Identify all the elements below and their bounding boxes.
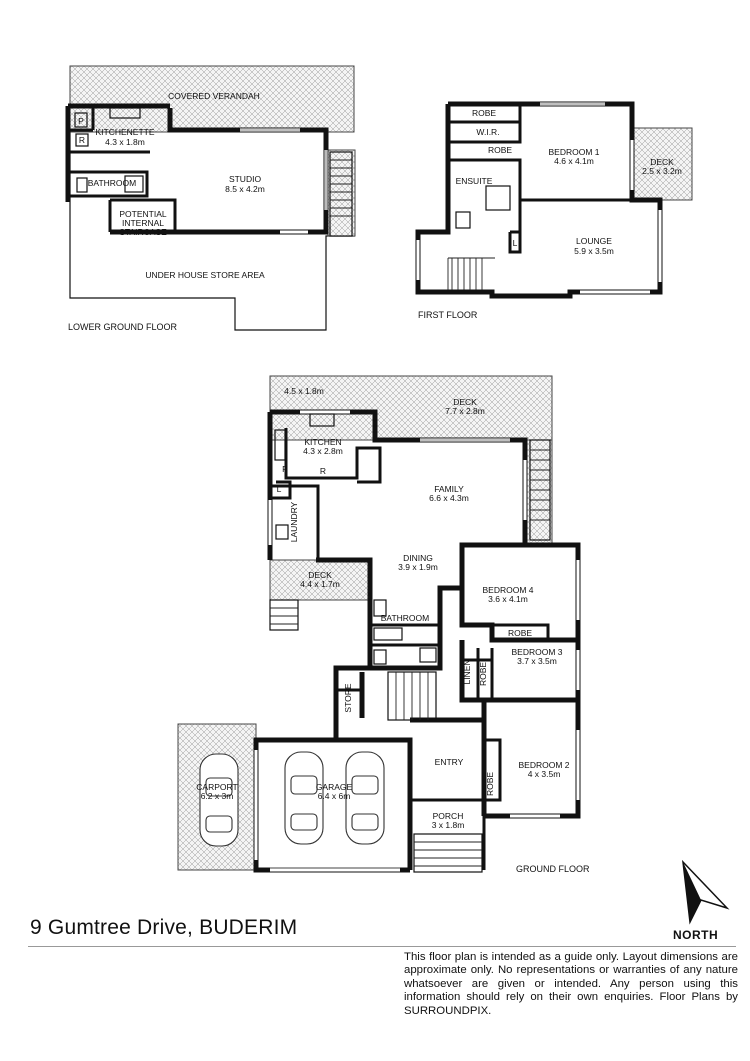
kitchenette-label: KITCHENETTE [95,127,154,137]
bedroom2-label: BEDROOM 2 [518,760,569,770]
first-deck-label: DECK [650,157,674,167]
bedroom2-dim: 4 x 3.5m [528,769,561,779]
robe-b4-label: ROBE [508,628,532,638]
disclaimer-text: This floor plan is intended as a guide o… [404,951,738,1017]
laundry-label: LAUNDRY [289,501,299,542]
under-house-outline [69,130,355,331]
store-label: STORE [343,683,353,712]
staircase-label-3: STAIRCASE [119,227,167,237]
dining-label: DINING [403,553,433,563]
carport-car-icon [199,753,239,847]
north-label: NORTH [673,928,719,942]
bedroom1-label: BEDROOM 1 [548,147,599,157]
bedroom4-dim: 3.6 x 4.1m [488,594,528,604]
robe-b3-label: ROBE [478,662,488,686]
lower-fridge-label: R [79,135,85,145]
lower-bathroom-label: BATHROOM [88,178,136,188]
ground-deck-dim: 7.7 x 2.8m [445,406,485,416]
bedroom1-dim: 4.6 x 4.1m [554,156,594,166]
ground-bathroom-label: BATHROOM [381,613,429,623]
first-robe-1-label: ROBE [472,108,496,118]
family-dim: 6.6 x 4.3m [429,493,469,503]
studio-label: STUDIO [229,174,262,184]
first-floor-plan: ROBE W.I.R. ROBE ENSUITE BEDROOM 1 4.6 x… [415,101,693,320]
ground-stairs [269,439,551,873]
property-address: 9 Gumtree Drive, BUDERIM [30,916,298,939]
lower-ground-floor-plan: COVERED VERANDAH KITCHENETTE 4.3 x 1.8m … [65,65,356,332]
bedroom3-label: BEDROOM 3 [511,647,562,657]
dining-dim: 3.9 x 1.9m [398,562,438,572]
kitchenette-dim: 4.3 x 1.8m [105,137,145,147]
ensuite-label: ENSUITE [456,176,493,186]
robe-b2-label: ROBE [485,772,495,796]
footer-divider [28,946,736,947]
ground-deck-right [524,439,553,546]
staircase-label-1: POTENTIAL [119,209,167,219]
store-area-label: UNDER HOUSE STORE AREA [145,270,265,280]
first-floor-deck-area [631,127,693,201]
linen-closet-label: LINEN [462,659,472,684]
kitchen-dim: 4.3 x 2.8m [303,446,343,456]
first-robe-2-label: ROBE [488,145,512,155]
lower-side-deck [327,149,356,237]
porch-label: PORCH [433,811,464,821]
ground-floor-plan: 4.5 x 1.8m DECK 7.7 x 2.8m KITCHEN 4.3 x… [177,375,590,874]
garage-car-1-icon [284,751,324,845]
lounge-label: LOUNGE [576,236,612,246]
lower-stairs [329,151,353,237]
first-deck-dim: 2.5 x 3.2m [642,166,682,176]
garage-car-2-icon [345,751,385,845]
lounge-dim: 5.9 x 3.5m [574,246,614,256]
covered-verandah-label: COVERED VERANDAH [168,91,260,101]
staircase-label-2: INTERNAL [122,218,164,228]
lower-ground-floor-label: LOWER GROUND FLOOR [68,322,178,332]
ground-deck-label: DECK [453,397,477,407]
ground-pantry-label: P [282,464,288,474]
bedroom4-label: BEDROOM 4 [482,585,533,595]
first-floor-stairs [447,257,495,290]
ground-deck2-dim: 4.4 x 1.7m [300,579,340,589]
garage-dim: 6.4 x 6m [318,791,351,801]
wir-label: W.I.R. [476,127,499,137]
kitchen-label: KITCHEN [304,437,341,447]
ground-deck2-label: DECK [308,570,332,580]
carport-dim: 6.2 x 3m [201,791,234,801]
garage-label: GARAGE [316,782,353,792]
entry-label: ENTRY [435,757,464,767]
studio-walls [65,103,329,235]
ground-deck-area [269,375,553,441]
family-label: FAMILY [434,484,464,494]
north-arrow-icon [681,859,730,925]
ground-linen-label: L [277,484,282,494]
bedroom3-dim: 3.7 x 3.5m [517,656,557,666]
porch-dim: 3 x 1.8m [432,820,465,830]
first-linen-label: L [513,238,518,248]
first-floor-label: FIRST FLOOR [418,310,478,320]
lower-pantry-label: P [78,116,84,126]
ground-fridge-label: R [320,466,326,476]
carport-label: CARPORT [196,782,237,792]
ground-floor-label: GROUND FLOOR [516,864,590,874]
ground-deck-top-dim: 4.5 x 1.8m [284,386,324,396]
studio-dim: 8.5 x 4.2m [225,184,265,194]
